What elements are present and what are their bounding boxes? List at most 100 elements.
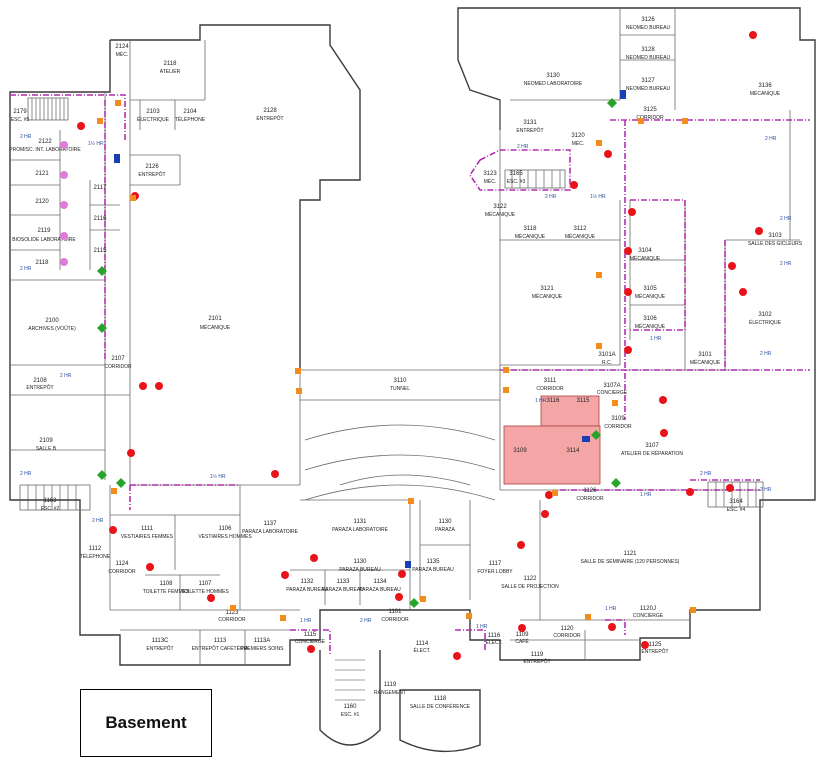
green-marker: [611, 478, 621, 488]
room-1125-number: 1125: [649, 642, 663, 648]
red-marker: [624, 247, 632, 255]
green-marker: [97, 323, 107, 333]
fire-rating-tag: 2 HR: [517, 144, 529, 150]
fire-rating-tag: 2 HR: [765, 136, 777, 142]
red-marker: [77, 122, 85, 130]
room-3114-number: 3114: [567, 448, 581, 454]
orange-marker: [408, 498, 414, 504]
room-1125-name: ENTREPÔT: [641, 648, 668, 655]
blue-marker: [114, 154, 120, 163]
room-3131-name: ENTREPÔT: [516, 127, 543, 134]
room-1131-name: PARAZA LABORATOIRE: [332, 527, 389, 533]
room-1101-number: 1101: [389, 609, 403, 615]
room-3136-name: MÉCANIQUE: [750, 90, 781, 97]
room-3109-corridor-name: CORRIDOR: [604, 424, 632, 430]
room-1136-name: PARAZA: [435, 527, 455, 533]
red-marker: [739, 288, 747, 296]
room-3112-number: 3112: [574, 226, 588, 232]
room-3122-number: 3122: [493, 204, 507, 210]
room-3104-name: MÉCANIQUE: [630, 255, 661, 262]
room-2119-name: BIOSOLIDE LABORATOIRE: [12, 237, 76, 243]
room-2115-number: 2115: [94, 248, 108, 254]
fire-rating-tag: 2 HR: [92, 518, 104, 524]
room-2100-name: ARCHIVES (VOÛTE): [28, 325, 76, 332]
fire-rating-tag: 1 HR: [476, 624, 488, 630]
room-2109-number: 2109: [39, 438, 53, 444]
room-1107-name: TOILETTE HOMMES: [181, 589, 229, 595]
room-1109-number: 1109: [516, 632, 530, 638]
room-3107a-name: CONCIERGE: [597, 390, 628, 396]
room-1111-number: 1111: [141, 526, 154, 532]
red-marker: [624, 288, 632, 296]
room-1113a-number: 1113A: [254, 638, 270, 644]
orange-marker: [638, 118, 644, 124]
red-marker: [541, 510, 549, 518]
stairs-groups: [19, 97, 764, 753]
room-3120-number: 3120: [571, 133, 585, 139]
pink-marker: [60, 141, 68, 149]
room-1121-name: SALLE DE SÉMINAIRE (120 PERSONNES): [581, 558, 680, 565]
orange-markers: [97, 100, 696, 621]
orange-marker: [612, 400, 618, 406]
room-1160-number: 1160: [344, 704, 358, 710]
green-marker: [97, 470, 107, 480]
orange-marker: [503, 367, 509, 373]
room-1122-name: SALLE DE PROJECTION: [501, 584, 559, 590]
red-marker: [755, 227, 763, 235]
highlighted-room-3116: [540, 395, 600, 427]
blue-marker: [405, 561, 411, 568]
green-marker: [591, 430, 601, 440]
room-1123-number: 1123: [226, 610, 240, 616]
room-2128-number: 2128: [263, 108, 277, 114]
room-3118-number: 3118: [524, 226, 538, 232]
room-3123-number: 3123: [483, 171, 497, 177]
room-3130-name: NEOMED LABORATOIRE: [524, 81, 583, 87]
red-marker: [139, 382, 147, 390]
room-3165-name: ESC. #3: [507, 179, 526, 185]
room-3115-number: 3115: [577, 398, 591, 404]
room-3103-number: 3103: [768, 233, 782, 239]
room-2126-number: 2126: [145, 164, 159, 170]
room-2103-name: ÉLECTRIQUE: [137, 116, 170, 123]
room-3136-number: 3136: [758, 83, 772, 89]
room-labels: 2124 MÉC. 2118 ATELIER 2128 ENTREPÔT 210…: [9, 17, 803, 718]
fire-rating-tag: 1½ HR: [88, 140, 104, 147]
orange-marker: [682, 118, 688, 124]
red-marker: [127, 449, 135, 457]
fire-rating-tag: 1 HR: [300, 618, 312, 624]
orange-marker: [296, 388, 302, 394]
room-1135-number: 1135: [427, 559, 441, 565]
fire-rating-tag: 1½ HR: [210, 473, 226, 480]
room-1117-number: 1117: [489, 561, 502, 567]
room-1163-number: 1163: [44, 498, 58, 504]
red-marker: [207, 594, 215, 602]
fire-rating-tag: 2 HR: [545, 194, 557, 200]
orange-marker: [280, 615, 286, 621]
room-2104-name: TÉLÉPHONE: [175, 116, 206, 123]
room-1114-name: ÉLECT.: [414, 647, 431, 654]
pink-marker: [60, 201, 68, 209]
red-marker: [155, 382, 163, 390]
room-2100-number: 2100: [45, 318, 59, 324]
room-2128-name: ENTREPÔT: [256, 115, 283, 122]
room-3107-name: ATELIER DE RÉPARATION: [621, 450, 683, 457]
room-1106-name: VESTIAIRES HOMMES: [198, 534, 252, 540]
room-1112-name: TÉLÉPHONE: [80, 553, 111, 560]
room-3109-number: 3109: [513, 448, 527, 454]
room-1120j-number: 1120J: [640, 606, 656, 612]
tunnel-arcs: [304, 424, 496, 501]
room-3127-name: NEOMED BUREAU: [626, 86, 671, 92]
room-1113c-name: ENTREPÔT: [146, 645, 173, 652]
room-3121-name: MÉCANIQUE: [532, 293, 563, 300]
red-marker: [628, 208, 636, 216]
fire-rating-tags: 2 HR 1½ HR 2 HR 2 HR 2 HR 2 HR 1½ HR 2 H…: [20, 134, 792, 630]
room-1126-name: CORRIDOR: [576, 496, 604, 502]
orange-marker: [130, 195, 136, 201]
room-1109-name: CAFÉ: [515, 638, 529, 645]
room-3120-name: MÉC.: [572, 140, 585, 147]
fire-rating-tag: 2 HR: [780, 261, 792, 267]
fire-rating-tag: 2 HR: [760, 487, 772, 493]
room-1130-name: PARAZA BUREAU: [339, 567, 381, 573]
red-marker: [395, 593, 403, 601]
room-1119-rangement-name: RANGEMENT: [374, 690, 406, 696]
